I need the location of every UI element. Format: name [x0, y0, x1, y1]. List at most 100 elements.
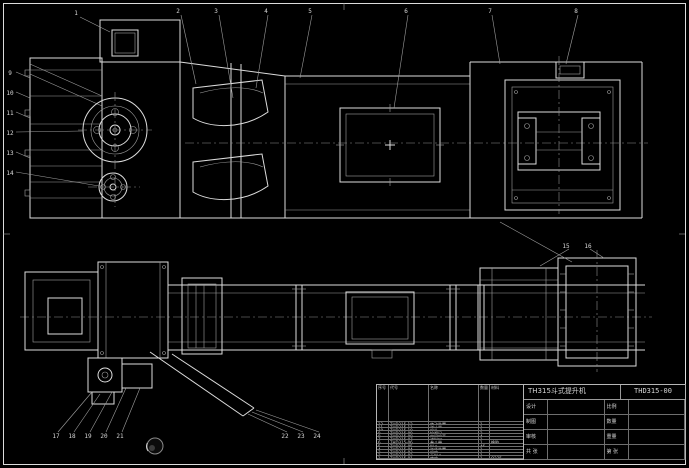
bom-cell-code: THD315-01 — [389, 455, 429, 459]
callout-leaders — [15, 14, 605, 433]
callout-number: 8 — [574, 8, 578, 15]
bom-cell-no: 10 — [377, 428, 389, 432]
callout-number: 4 — [264, 8, 268, 15]
table-row: 6 THD315-06 畚斗带 1 橡胶 — [377, 440, 523, 444]
bom-cell-material — [490, 444, 523, 447]
callout-number: 16 — [584, 243, 592, 250]
callout-number: 18 — [68, 433, 76, 440]
bom-cell-material: Q235 — [490, 456, 523, 459]
callout-number: 17 — [52, 433, 60, 440]
callout-number: 9 — [8, 70, 12, 77]
bom-cell-material — [490, 453, 523, 456]
bom-cell-qty: 1 — [479, 455, 490, 459]
bom-cell-no: 6 — [377, 440, 389, 444]
bom-cell-code: THD315-02 — [389, 452, 429, 456]
table-row: 1 THD315-01 底座 1 Q235 — [377, 455, 523, 459]
bom-cell-no: 11 — [377, 425, 389, 429]
bom-cell-no: 8 — [377, 434, 389, 438]
bom-cell-no: 3 — [377, 449, 389, 453]
bom-cell-material — [490, 434, 523, 438]
ink-stamp — [146, 437, 164, 455]
callout-number: 5 — [308, 8, 312, 15]
drawing-title: TH315斗式提升机 — [528, 387, 586, 395]
bom-cell-name: 传动装置 — [429, 422, 479, 426]
bom-cell-code: THD315-08 — [389, 434, 429, 438]
bom-cell-name: 检视门 — [429, 431, 479, 435]
callout-number: 24 — [313, 433, 321, 440]
bom-header-name: 名称 — [429, 385, 479, 422]
callout-number: 22 — [281, 433, 289, 440]
bom-cell-code: THD315-09 — [389, 431, 429, 435]
bom-cell-qty: 1 — [479, 428, 490, 432]
title-block: TH315斗式提升机 THD315-00 设计 比例 制图 数量 审核 重量 共… — [523, 384, 686, 460]
bom-cell-name: 进料口 — [429, 437, 479, 441]
bom-cell-material — [490, 428, 523, 432]
bom-cell-name: 料斗 — [429, 443, 479, 447]
table-row: 12 THD315-12 传动装置 1 — [377, 422, 523, 426]
bom-cell-qty: 1 — [479, 452, 490, 456]
table-row: 2 THD315-02 下料斗 1 — [377, 452, 523, 456]
bom-cell-qty: 1 — [479, 422, 490, 426]
callout-numbers: 1 2 3 4 5 6 7 8 9 10 11 12 13 14 15 16 1… — [6, 8, 592, 440]
bom-cell-material — [490, 425, 523, 429]
bom-cell-material — [490, 450, 523, 453]
label-draw: 制图 — [524, 415, 548, 430]
table-row: 3 THD315-03 机座 1 — [377, 449, 523, 453]
bom-cell-no: 12 — [377, 422, 389, 426]
bom-cell-qty: 1 — [479, 440, 490, 444]
bom-cell-qty: 46 — [479, 443, 490, 447]
bom-cell-code: THD315-04 — [389, 446, 429, 450]
callout-number: 1 — [74, 10, 78, 17]
parts-list-header: 序号 代号 名称 数量 材料 — [377, 385, 523, 422]
parts-list-table: 序号 代号 名称 数量 材料 12 THD315-12 传动装置 1 11 TH… — [376, 384, 524, 460]
callout-number: 21 — [116, 433, 124, 440]
bom-cell-qty: 2 — [479, 431, 490, 435]
callout-number: 10 — [6, 90, 14, 97]
table-row: 10 THD315-10 机头 1 — [377, 428, 523, 432]
bom-cell-no: 1 — [377, 455, 389, 459]
label-check: 审核 — [524, 430, 548, 445]
table-row: 8 THD315-08 中间机壳 4 — [377, 434, 523, 438]
value-sheet-no — [628, 445, 685, 460]
plan-view — [20, 221, 652, 417]
bom-cell-name: 逆止器 — [429, 425, 479, 429]
bom-cell-no: 7 — [377, 437, 389, 441]
elevation-view — [24, 19, 648, 219]
bom-cell-qty: 1 — [479, 437, 490, 441]
table-row: 11 THD315-11 逆止器 1 — [377, 425, 523, 429]
bom-cell-code: THD315-07 — [389, 437, 429, 441]
callout-number: 23 — [297, 433, 305, 440]
value-qty — [628, 415, 685, 430]
callout-number: 11 — [6, 110, 14, 117]
bom-cell-name: 畚斗带 — [429, 440, 479, 444]
label-weight: 重量 — [604, 430, 629, 445]
parts-list-rows: 12 THD315-12 传动装置 1 11 THD315-11 逆止器 1 1… — [377, 422, 523, 459]
bom-cell-material — [490, 422, 523, 426]
bom-cell-no: 2 — [377, 452, 389, 456]
bom-cell-no: 5 — [377, 443, 389, 447]
bom-cell-code: THD315-10 — [389, 428, 429, 432]
bom-cell-code: THD315-05 — [389, 443, 429, 447]
callout-number: 15 — [562, 243, 570, 250]
callout-number: 12 — [6, 130, 14, 137]
callout-number: 19 — [84, 433, 92, 440]
bom-cell-name: 中间机壳 — [429, 434, 479, 438]
callout-number: 6 — [404, 8, 408, 15]
callout-number: 2 — [176, 8, 180, 15]
bom-cell-name: 底座 — [429, 455, 479, 459]
bom-header-code: 代号 — [389, 385, 429, 422]
bom-cell-material — [490, 431, 523, 435]
sheet-frame — [3, 3, 686, 465]
bom-cell-qty: 1 — [479, 446, 490, 450]
bom-cell-code: THD315-11 — [389, 425, 429, 429]
bom-header-qty: 数量 — [479, 385, 490, 422]
label-scale: 比例 — [604, 400, 629, 415]
bom-header-material: 材料 — [490, 385, 523, 422]
bom-cell-material — [490, 447, 523, 450]
table-row: 9 THD315-09 检视门 2 — [377, 431, 523, 435]
title-block-grid: 设计 比例 制图 数量 审核 重量 共 张 第 张 — [524, 400, 685, 460]
label-design: 设计 — [524, 400, 548, 415]
title-block-header: TH315斗式提升机 THD315-00 — [524, 385, 685, 400]
